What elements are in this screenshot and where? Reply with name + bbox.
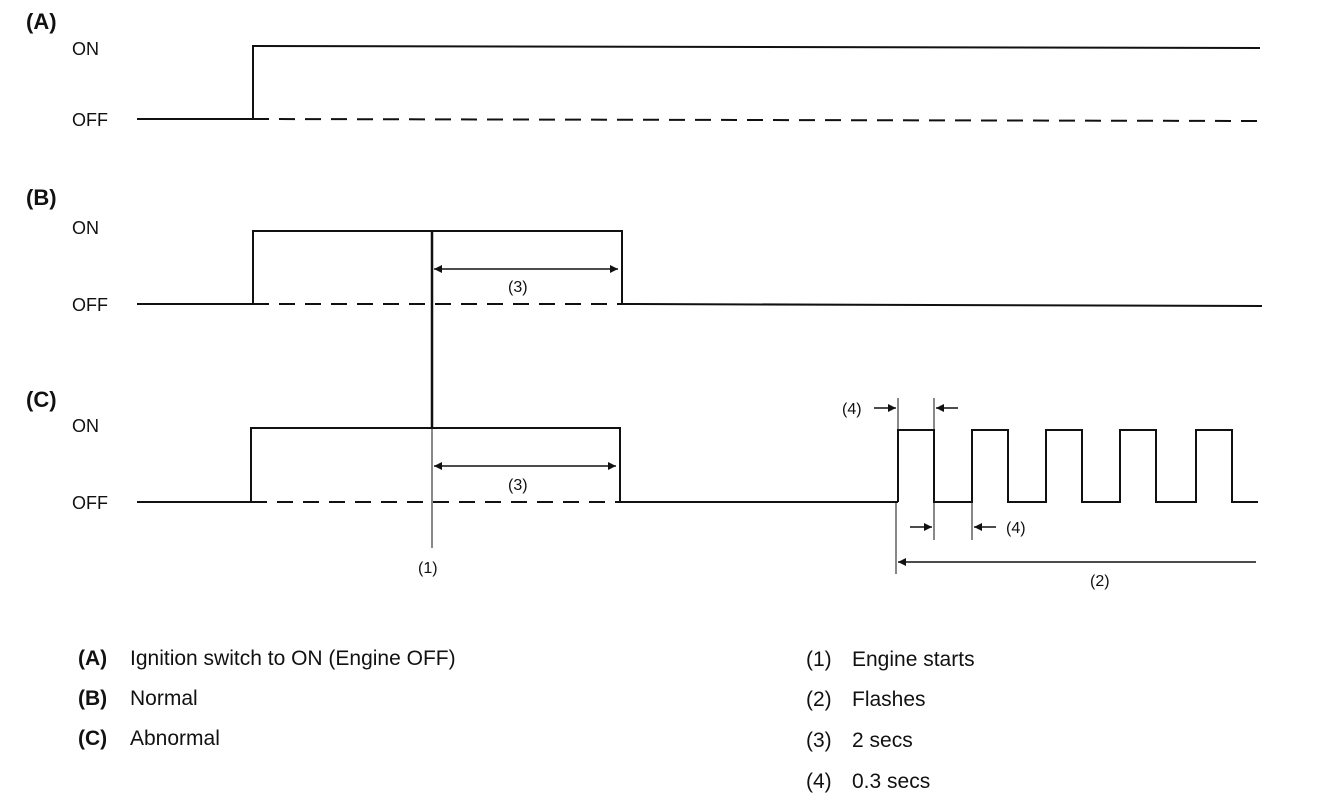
section-b-on-label: ON bbox=[72, 218, 99, 238]
legend-item-1: (1) Engine starts bbox=[806, 649, 975, 670]
section-c-tag: (C) bbox=[26, 387, 57, 412]
legend-key: (4) bbox=[806, 770, 832, 793]
section-a-off-label: OFF bbox=[72, 110, 108, 130]
legend-item-3: (3) 2 secs bbox=[806, 730, 913, 751]
annotation-3-c: (3) bbox=[508, 477, 528, 494]
annotation-1: (1) bbox=[418, 560, 438, 577]
pulse-width-indicator-top bbox=[874, 398, 958, 430]
pulse-width-indicator-bottom bbox=[910, 502, 996, 540]
legend-key: (3) bbox=[806, 729, 832, 752]
annotation-4-bottom: (4) bbox=[1006, 520, 1026, 537]
legend-key: (A) bbox=[78, 647, 108, 670]
waveform-a bbox=[137, 44, 1261, 122]
annotation-2: (2) bbox=[1090, 573, 1110, 590]
section-b-off-label: OFF bbox=[72, 295, 108, 315]
legend-item-b: (B) Normal bbox=[78, 688, 198, 709]
legend-text: Engine starts bbox=[852, 648, 975, 671]
annotation-4-top: (4) bbox=[842, 401, 862, 418]
section-a-tag: (A) bbox=[26, 9, 57, 34]
legend-text: Abnormal bbox=[130, 727, 220, 750]
legend-text: Flashes bbox=[852, 688, 926, 711]
legend-item-a: (A) Ignition switch to ON (Engine OFF) bbox=[78, 648, 456, 669]
waveform-c bbox=[137, 427, 1258, 503]
section-b-tag: (B) bbox=[26, 185, 57, 210]
legend-key: (B) bbox=[78, 687, 108, 710]
section-a-on-label: ON bbox=[72, 39, 99, 59]
legend-item-2: (2) Flashes bbox=[806, 689, 926, 710]
legend-text: 2 secs bbox=[852, 729, 913, 752]
legend-key: (1) bbox=[806, 648, 832, 671]
legend-key: (2) bbox=[806, 688, 832, 711]
flash-pulses bbox=[897, 429, 1258, 503]
legend-key: (C) bbox=[78, 727, 108, 750]
legend-text: Ignition switch to ON (Engine OFF) bbox=[130, 647, 456, 670]
waveform-b bbox=[137, 230, 1263, 307]
legend-text: 0.3 secs bbox=[852, 770, 931, 793]
section-c-off-label: OFF bbox=[72, 493, 108, 513]
legend-item-4: (4) 0.3 secs bbox=[806, 771, 930, 792]
legend-item-c: (C) Abnormal bbox=[78, 728, 220, 749]
annotation-3-b: (3) bbox=[508, 279, 528, 296]
legend-text: Normal bbox=[130, 687, 198, 710]
section-c-on-label: ON bbox=[72, 416, 99, 436]
